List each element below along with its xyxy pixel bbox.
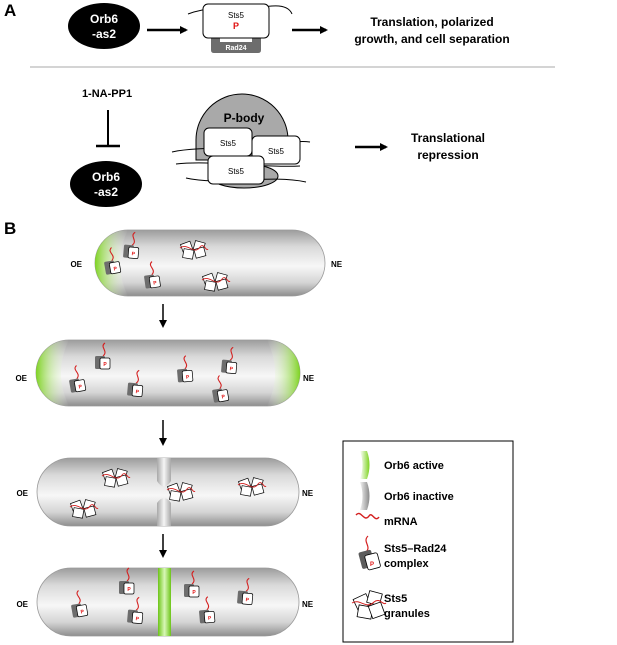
cell-4-oe-label: OE (16, 600, 28, 609)
sts5-rad24-complex: P (144, 261, 161, 289)
orb6-bottom-line2: -as2 (94, 185, 118, 199)
sts5-box-top (202, 3, 270, 39)
orb6-kinase-bottom (70, 161, 142, 207)
cell-2-oe-active-cap (36, 340, 69, 406)
orb6-kinase-top (68, 3, 140, 49)
inhibitor-label: 1-NA-PP1 (82, 88, 132, 100)
cell-4: OE NE (16, 567, 314, 637)
sts5-rad24-complex: P (221, 346, 238, 374)
cell-3-septum-bottom (157, 498, 171, 526)
sts5-rad24-complex: P (123, 231, 140, 259)
sts5-rad24-complex: P (95, 342, 111, 370)
sts5-rad24-complex: P (71, 590, 89, 618)
phospho-label: P (233, 21, 239, 31)
legend-orb6-inactive-label: Orb6 inactive (384, 491, 454, 503)
sts5-granule (179, 240, 209, 260)
cell-2-body (35, 339, 301, 407)
sts5-rad24-complex: P (199, 596, 216, 624)
legend-granules-icon (351, 590, 387, 620)
sts5-rad24-complex: P (177, 355, 194, 383)
sts5-granule-label-3: Sts5 (228, 167, 245, 176)
sts5-granule (69, 499, 99, 519)
sts5-granule-box-3 (207, 155, 265, 185)
orb6-bottom-line1: Orb6 (92, 170, 120, 184)
cell-2-ne-active-cap (267, 340, 300, 406)
orb6-top-line1: Orb6 (90, 12, 118, 26)
outcome-top-line1: Translation, polarized (370, 15, 493, 29)
cell-2-ne-label: NE (303, 374, 315, 383)
cell-3: OE NE (16, 457, 314, 527)
sts5-granule-box-2 (251, 135, 301, 165)
svg-text:P: P (135, 389, 140, 395)
cell-4-septum-active (158, 568, 171, 636)
svg-text:P: P (192, 590, 196, 596)
panel-b-label: B (4, 219, 16, 238)
sts5-rad24-complex: P (104, 247, 122, 275)
cell-3-septum-top (157, 458, 171, 487)
legend-orb6-active-icon (360, 451, 370, 479)
sts5-rad24-complex: P (69, 365, 87, 393)
sts5-rad24-complex: P (184, 570, 200, 598)
legend-mrna-label: mRNA (384, 516, 418, 528)
legend: Orb6 active Orb6 inactive mRNA P Sts5–Ra… (342, 440, 514, 643)
svg-text:P: P (208, 615, 213, 621)
outcome-top-line2: growth, and cell separation (354, 32, 509, 46)
legend-granules-label-2: granules (384, 608, 430, 620)
sts5-granule-label-1: Sts5 (220, 139, 237, 148)
sts5-granule-label-2: Sts5 (268, 147, 285, 156)
panel-a-label: A (4, 1, 16, 20)
svg-text:P: P (186, 374, 191, 380)
svg-text:P: P (103, 362, 107, 368)
legend-complex-label-1: Sts5–Rad24 (384, 543, 447, 555)
legend-orb6-inactive-icon (360, 482, 370, 510)
sts5-granule (237, 477, 267, 497)
sts5-rad24-complex: P (237, 577, 254, 605)
cell-1-oe-label: OE (70, 260, 82, 269)
rad24-label: Rad24 (225, 45, 246, 52)
svg-text:P: P (153, 280, 158, 286)
rad24-shape (211, 27, 261, 53)
svg-text:P: P (127, 587, 131, 593)
svg-text:P: P (113, 266, 118, 273)
cell-4-ne-label: NE (302, 600, 314, 609)
svg-text:P: P (80, 609, 85, 616)
legend-complex-icon: P (358, 535, 381, 571)
sts5-rad24-complex: P (127, 596, 144, 624)
cell-1-ne-label: NE (331, 260, 343, 269)
legend-complex-label-2: complex (384, 558, 430, 570)
cell-2: OE NE (15, 339, 315, 407)
pbody-label: P-body (224, 111, 265, 125)
svg-text:P: P (370, 562, 374, 568)
outcome-bottom-line1: Translational (411, 131, 485, 145)
cell-2-oe-label: OE (15, 374, 27, 383)
legend-granules-label-1: Sts5 (384, 593, 407, 605)
svg-text:P: P (221, 394, 226, 401)
sts5-granule (101, 468, 131, 488)
svg-text:P: P (135, 616, 140, 622)
legend-orb6-active-label: Orb6 active (384, 460, 444, 472)
svg-text:P: P (229, 366, 234, 372)
svg-text:P: P (131, 251, 136, 257)
legend-mrna-icon (355, 512, 380, 520)
cell-3-ne-label: NE (302, 489, 314, 498)
sts5-rad24-complex: P (127, 369, 144, 397)
svg-text:P: P (78, 384, 83, 391)
outcome-bottom-line2: repression (417, 148, 478, 162)
svg-text:P: P (245, 597, 250, 603)
sts5-label-top: Sts5 (228, 11, 245, 20)
cell-contents: P P P P P P P P P P P P P P P (69, 231, 267, 624)
sts5-granule (201, 272, 231, 292)
sts5-granule (166, 482, 196, 502)
cell-3-oe-label: OE (16, 489, 28, 498)
sts5-rad24-complex: P (212, 375, 230, 403)
sts5-rad24-complex: P (119, 567, 135, 595)
orb6-top-line2: -as2 (92, 27, 116, 41)
